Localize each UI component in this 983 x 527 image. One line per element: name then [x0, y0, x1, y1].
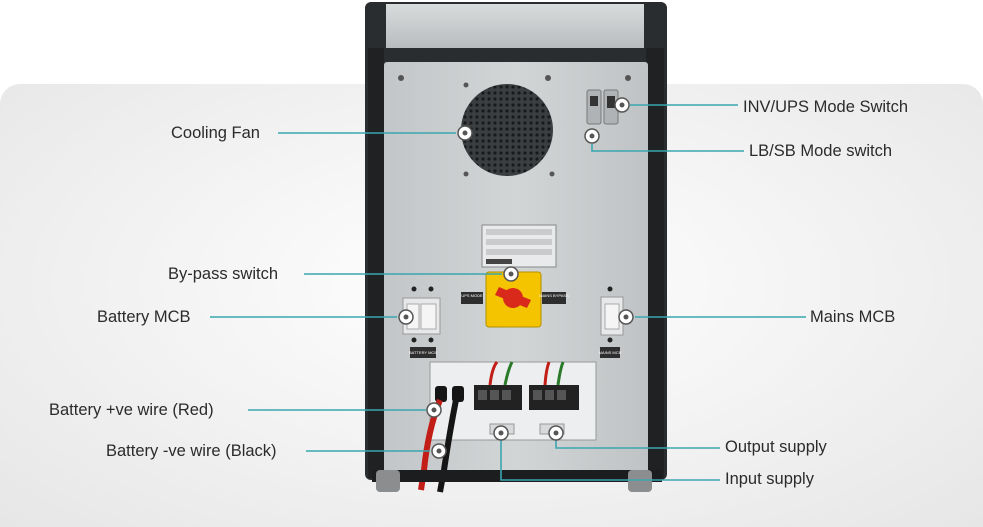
- cabinet-top: [386, 4, 644, 48]
- label-cooling-fan: Cooling Fan: [171, 124, 260, 142]
- battery-mcb-tag: BATTERY MCB: [409, 350, 437, 355]
- label-battery-pos-wire: Battery +ve wire (Red): [49, 401, 214, 419]
- cooling-fan-grille: [461, 84, 553, 176]
- mains-bypass-tag: MAINS BYPASS: [539, 293, 569, 298]
- label-battery-mcb: Battery MCB: [97, 308, 191, 326]
- ups-mode-tag: UPS MODE: [461, 293, 483, 298]
- label-output-supply: Output supply: [725, 438, 827, 456]
- mains-mcb-tag: MAINS MCB: [599, 350, 622, 355]
- label-lb-sb-mode-switch: LB/SB Mode switch: [749, 142, 893, 160]
- label-battery-neg-wire: Battery -ve wire (Black): [106, 442, 277, 460]
- label-input-supply: Input supply: [725, 470, 814, 488]
- wheel-right: [628, 470, 652, 492]
- battery-negative-wire: [437, 399, 459, 493]
- wheel-left: [376, 470, 400, 492]
- label-bypass-switch: By-pass switch: [168, 265, 279, 283]
- label-mains-mcb: Mains MCB: [810, 308, 896, 326]
- label-inv-ups-mode-switch: INV/UPS Mode Switch: [743, 98, 909, 116]
